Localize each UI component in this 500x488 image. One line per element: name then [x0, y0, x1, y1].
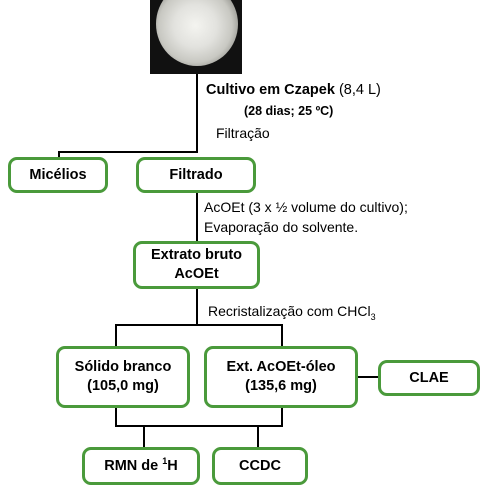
connector-oleo-down — [281, 408, 283, 426]
connector-horizontal-split — [58, 151, 198, 153]
cultivation-label: Cultivo em Czapek (8,4 L) — [206, 82, 381, 98]
filtration-step: Filtração — [216, 125, 270, 141]
rmn-superscript: 1 — [162, 455, 168, 466]
ccdc-label: CCDC — [239, 457, 281, 474]
connector-to-micelios — [58, 151, 60, 159]
cultivation-title: Cultivo em Czapek — [206, 82, 335, 98]
micelios-label: Micélios — [29, 166, 87, 183]
rmn-label-prefix: RMN de — [104, 457, 163, 474]
oleo-label-line2: (135,6 mg) — [245, 378, 317, 394]
connector-horizontal-split-2 — [115, 324, 283, 326]
connector-oleo-to-clae — [358, 376, 380, 378]
connector-to-rmn — [143, 425, 145, 449]
extraction-step-line1: AcOEt (3 x ½ volume do cultivo); — [204, 199, 408, 215]
solido-branco-box: Sólido branco (105,0 mg) — [56, 346, 190, 408]
oleo-label-line1: Ext. AcOEt-óleo — [226, 359, 336, 375]
ccdc-box: CCDC — [212, 447, 308, 485]
recrystallization-subscript: 3 — [370, 311, 376, 322]
petri-dish-image — [150, 0, 242, 74]
filtrado-label: Filtrado — [169, 166, 223, 183]
connector-to-solido — [115, 324, 117, 348]
connector-solido-down — [115, 408, 117, 426]
extrato-label-line2: AcOEt — [174, 266, 219, 282]
recrystallization-step: Recristalização com CHCl3 — [208, 303, 376, 322]
connector-filtrado-to-extrato — [196, 192, 198, 242]
ext-acoet-oleo-box: Ext. AcOEt-óleo (135,6 mg) — [204, 346, 358, 408]
filtrado-box: Filtrado — [136, 157, 256, 193]
micelios-box: Micélios — [8, 157, 108, 193]
recrystallization-text: Recristalização com CHCl — [208, 303, 371, 319]
rmn-label-suffix: H — [167, 457, 178, 474]
extrato-label-line1: Extrato bruto — [150, 247, 243, 263]
petri-dish-icon — [156, 0, 238, 66]
solido-label-line1: Sólido branco — [74, 359, 172, 375]
connector-extrato-to-split — [196, 287, 198, 325]
rmn-label: RMN de 1H — [104, 455, 178, 476]
cultivation-volume: (8,4 L) — [338, 82, 381, 98]
connector-to-ccdc — [257, 425, 259, 449]
extraction-step-line2: Evaporação do solvente. — [204, 219, 359, 235]
solido-label-line2: (105,0 mg) — [87, 378, 159, 394]
connector-horizontal-split-3 — [115, 425, 283, 427]
connector-to-oleo — [281, 324, 283, 348]
rmn-box: RMN de 1H — [82, 447, 200, 485]
extrato-bruto-box: Extrato bruto AcOEt — [133, 241, 260, 289]
clae-box: CLAE — [378, 360, 480, 396]
cultivation-conditions: (28 dias; 25 ºC) — [244, 104, 334, 118]
connector-dish-to-split — [196, 74, 198, 152]
clae-label: CLAE — [409, 369, 449, 386]
